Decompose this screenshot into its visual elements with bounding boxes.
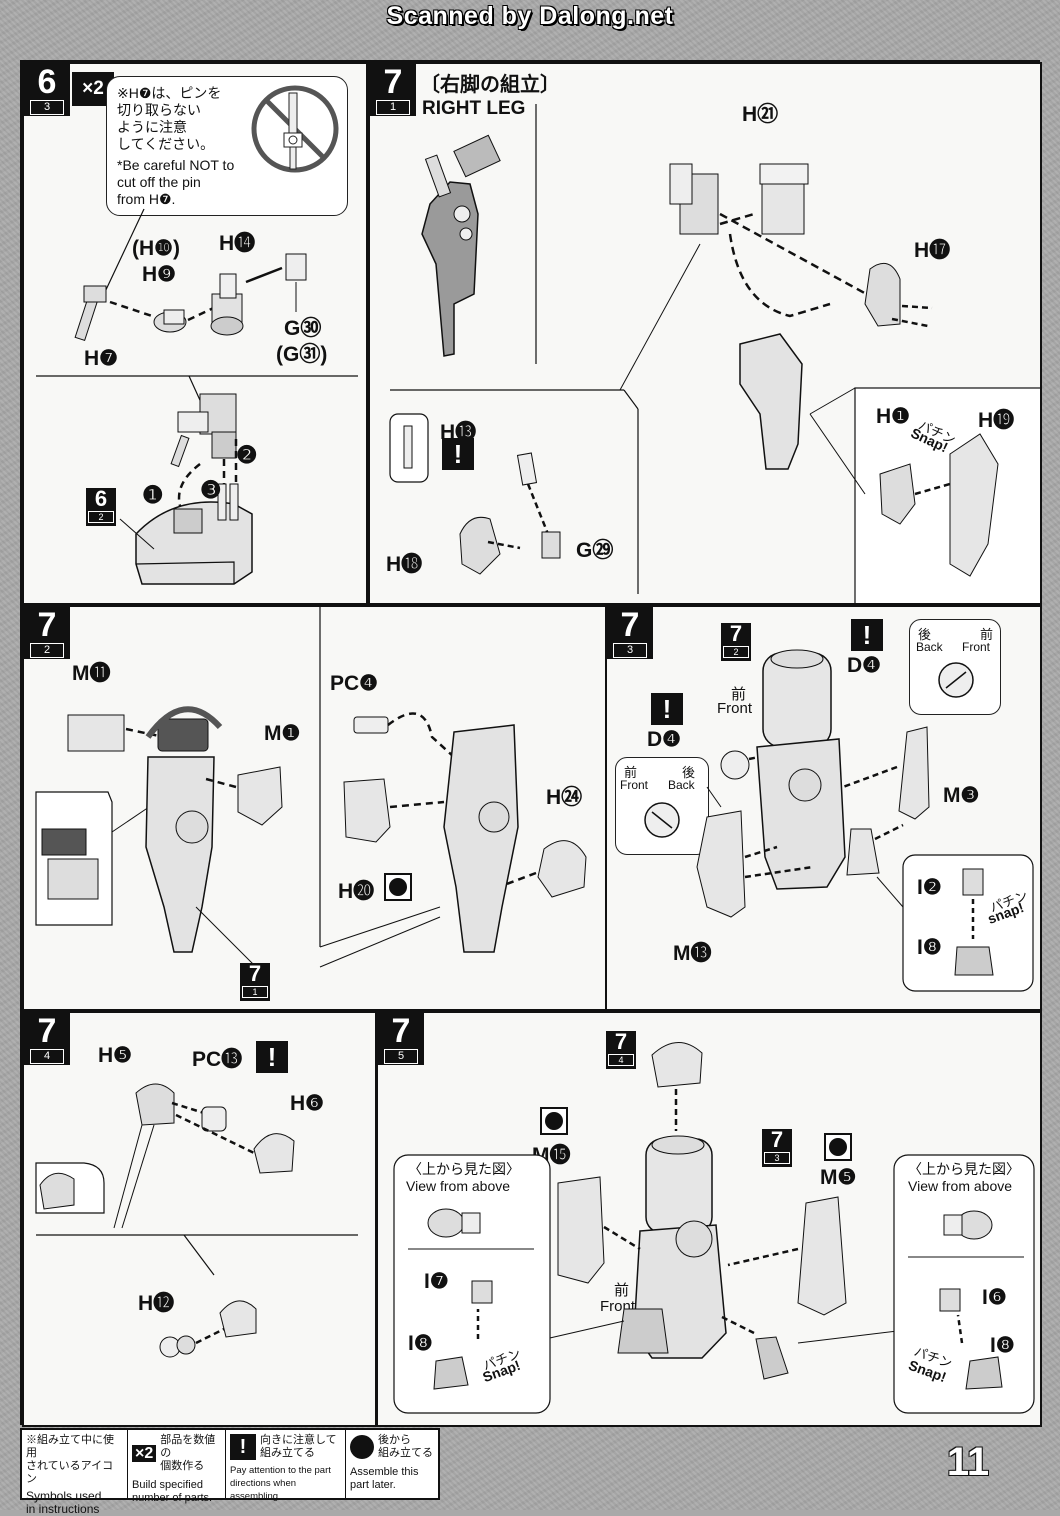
part-label-i6: I❻ [982, 1286, 1007, 1309]
part-label-i8: I❽ [917, 936, 942, 959]
orientation-inset-right: 後 前 Back Front [909, 619, 1001, 715]
part-label-m5: M❺ [820, 1166, 857, 1189]
attention-icon: ! [851, 619, 883, 651]
part-label-g31: (G㉛) [276, 343, 328, 366]
part-label-h7: H❼ [84, 347, 118, 370]
view-above-jp-left: 〈上から見た図〉 [408, 1161, 520, 1177]
part-label-d4-left: D❹ [647, 728, 681, 751]
attention-icon: ! [256, 1041, 288, 1073]
multiplier-icon: ×2 [132, 1445, 157, 1462]
step6-drawing [36, 208, 358, 585]
attention-icon: ! [651, 693, 683, 725]
scan-credit: Scanned by Dalong.net [386, 2, 674, 30]
part-label-h14: H⓮ [219, 232, 256, 255]
step7-4-drawing [35, 1083, 358, 1358]
order-marker-1: ❶ [142, 482, 164, 509]
view-above-en-left: View from above [406, 1178, 511, 1194]
part-label-h24: H㉔ [546, 786, 583, 809]
part-label-m1: M❶ [264, 722, 301, 745]
part-label-h18: H⓲ [386, 553, 423, 576]
title-jp: 〔右脚の組立〕 [420, 74, 560, 96]
pin-warning-note: ※H❼は、ピンを切り取らないように注意してください。 *Be careful N… [106, 76, 348, 216]
part-label-h6: H❻ [290, 1092, 324, 1115]
part-label-m13: M⓭ [673, 942, 712, 965]
assemble-later-icon [824, 1133, 852, 1161]
part-label-h17: H⓱ [914, 239, 951, 262]
part-label-i8-right: I❽ [990, 1334, 1015, 1357]
assemble-later-icon [384, 873, 412, 901]
legend-item-attention: ! 向きに注意して組み立てる Pay attention to the part… [226, 1430, 346, 1502]
view-above-en-right: View from above [908, 1178, 1013, 1194]
part-label-m11: M⓫ [72, 662, 111, 685]
assemble-later-icon [540, 1107, 568, 1135]
part-label-i2: I❷ [917, 876, 942, 899]
black-dot-icon [350, 1435, 374, 1459]
note-jp: ※H❼は、ピンを切り取らないように注意してください。 [117, 85, 222, 152]
attention-icon: ! [230, 1434, 256, 1460]
part-label-m3: M❸ [943, 784, 980, 807]
part-label-h1: H❶ [876, 405, 910, 428]
part-label-g29: G㉙ [576, 539, 614, 562]
step7-5-drawing [393, 1042, 1035, 1414]
order-marker-3: ❸ [200, 477, 222, 504]
part-label-h5: H❺ [98, 1044, 132, 1067]
part-label-h10: (H❿) [132, 237, 180, 260]
front-en: Front [717, 700, 753, 717]
orientation-inset-left: 前 後 Front Back [615, 757, 709, 855]
part-label-h20: H⓴ [338, 880, 375, 903]
part-label-pc4: PC❹ [330, 672, 378, 695]
title-en: RIGHT LEG [422, 98, 526, 119]
front-jp: 前 [614, 1282, 630, 1299]
part-label-h9: H❾ [142, 263, 176, 286]
part-label-d4-right: D❹ [847, 654, 881, 677]
part-label-h12: H⓬ [138, 1292, 175, 1315]
part-label-i8-left: I❽ [408, 1332, 433, 1355]
view-above-jp-right: 〈上から見た図〉 [908, 1161, 1020, 1177]
prohibited-cut-icon [251, 85, 339, 173]
part-label-h21: H㉑ [742, 103, 779, 126]
part-label-i7: I❼ [424, 1270, 449, 1293]
step7-3-drawing [696, 649, 1034, 992]
step7-1-drawing [389, 104, 1040, 603]
order-marker-2: ❷ [236, 442, 258, 469]
front-jp: 前 [731, 686, 747, 703]
part-label-h19: H⓳ [978, 409, 1015, 432]
page-number: 11 [946, 1440, 990, 1484]
part-label-pc13: PC⓭ [192, 1048, 243, 1071]
step7-2-drawing [35, 607, 587, 968]
part-label-g30: G㉚ [284, 317, 322, 340]
attention-icon: ! [442, 438, 474, 470]
